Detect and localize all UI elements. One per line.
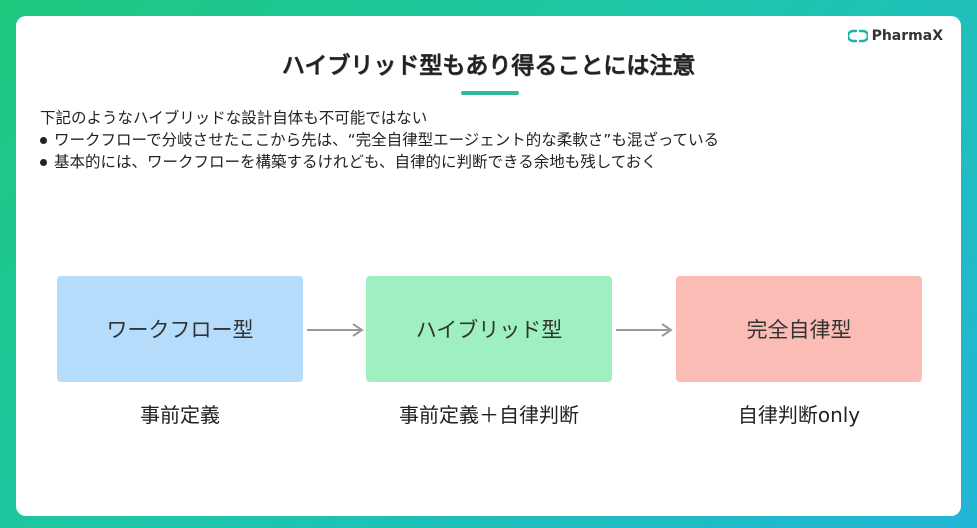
- node-label: ハイブリッド型: [415, 318, 563, 342]
- brand-logo: PharmaX: [847, 28, 943, 44]
- slide-title: ハイブリッド型もあり得ることには注意: [281, 53, 696, 79]
- node-caption: 自律判断only: [737, 403, 861, 427]
- bullet-text: 基本的には、ワークフローを構築するけれども、自律的に判断できる余地も残しておく: [54, 153, 657, 171]
- slide: PharmaX ハイブリッド型もあり得ることには注意 下記のようなハイブリッドな…: [16, 16, 961, 516]
- brand-name: PharmaX: [871, 28, 943, 44]
- bullet-list: ワークフローで分岐させたここから先は、“完全自律型エージェント的な柔軟さ”も混ざ…: [40, 129, 920, 173]
- bullet-item: 基本的には、ワークフローを構築するけれども、自律的に判断できる余地も残しておく: [40, 151, 920, 173]
- arrow-right-icon: [307, 323, 364, 337]
- node-autonomous: 完全自律型: [676, 276, 922, 382]
- bullet-text: ワークフローで分岐させたここから先は、“完全自律型エージェント的な柔軟さ”も混ざ…: [54, 131, 720, 149]
- node-caption: 事前定義: [140, 403, 220, 427]
- arrow-right-icon: [616, 323, 673, 337]
- bullet-dot-icon: [40, 137, 47, 144]
- node-caption: 事前定義＋自律判断: [399, 403, 579, 427]
- node-label: ワークフロー型: [106, 318, 254, 342]
- title-underline: [461, 91, 519, 95]
- node-workflow: ワークフロー型: [57, 276, 303, 382]
- pharmax-logo-icon: [847, 29, 868, 43]
- node-hybrid: ハイブリッド型: [366, 276, 612, 382]
- intro-block: 下記のようなハイブリッドな設計自体も不可能ではない ワークフローで分岐させたここ…: [40, 107, 920, 173]
- bullet-item: ワークフローで分岐させたここから先は、“完全自律型エージェント的な柔軟さ”も混ざ…: [40, 129, 920, 151]
- node-label: 完全自律型: [746, 318, 852, 342]
- intro-text: 下記のようなハイブリッドな設計自体も不可能ではない: [40, 109, 428, 127]
- bullet-dot-icon: [40, 159, 47, 166]
